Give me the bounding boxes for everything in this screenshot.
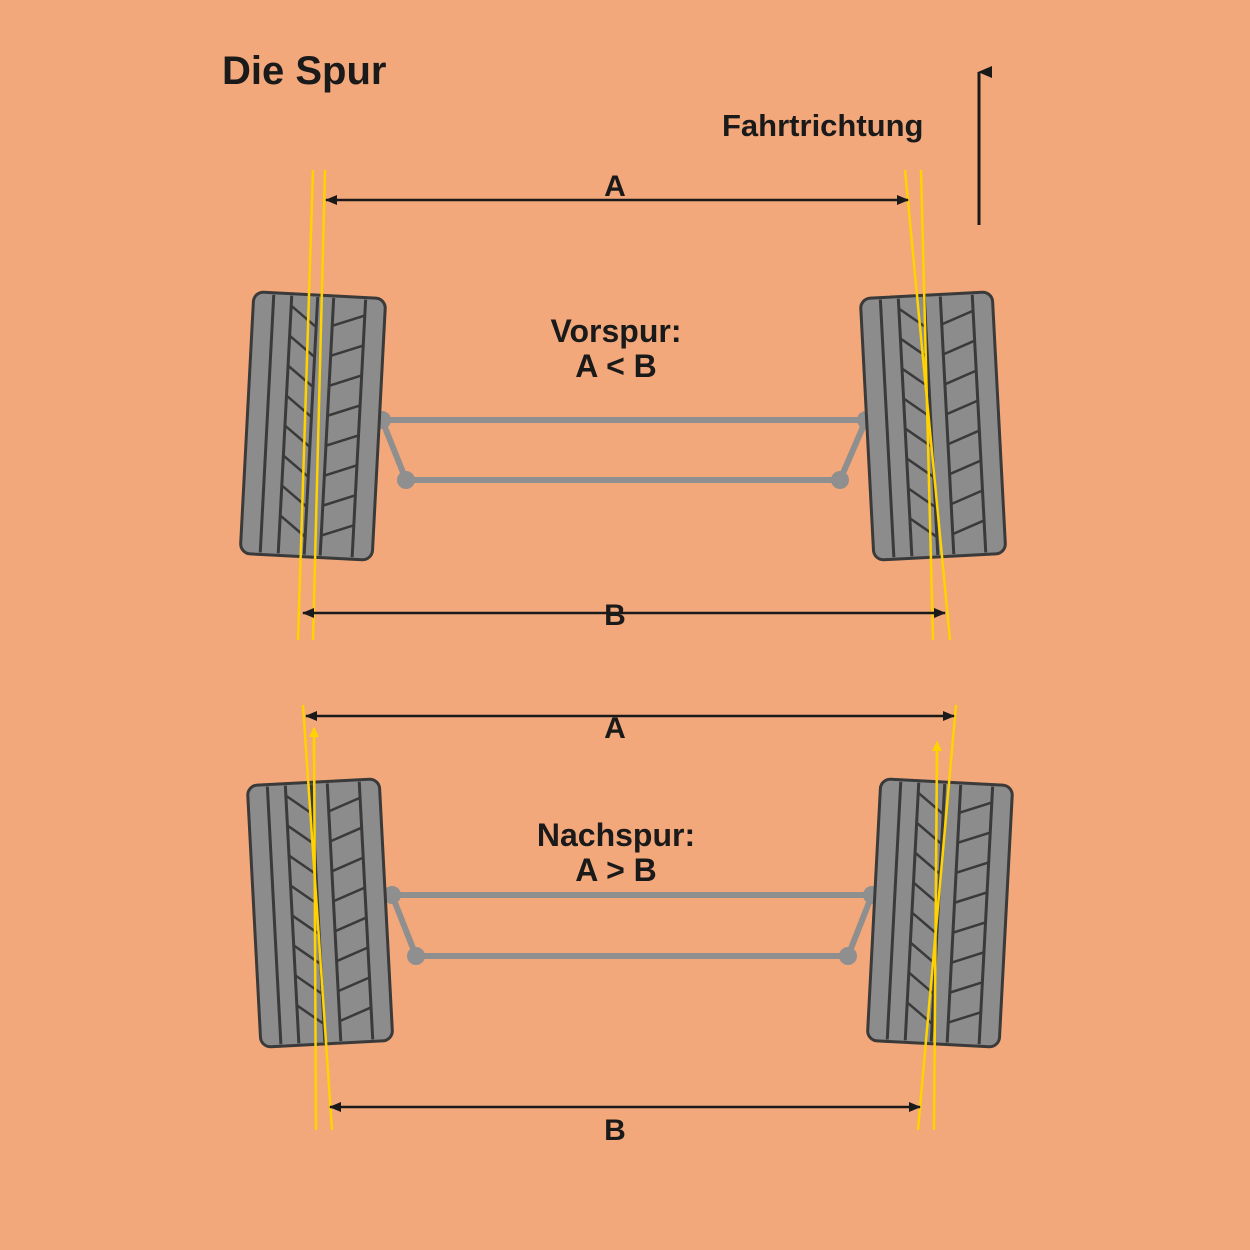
- toe-in-axle: [379, 417, 869, 483]
- toe-in-section: A B Vorspur: A < B: [238, 169, 1008, 641]
- toe-in-label-a: A: [604, 170, 626, 203]
- toe-in-relation: A < B: [575, 348, 657, 384]
- tire-icon: [858, 290, 1008, 562]
- toe-out-axle: [389, 892, 875, 959]
- toe-out-relation: A > B: [575, 852, 657, 888]
- diagram-title: Die Spur: [222, 49, 386, 93]
- toe-out-label-a: A: [604, 712, 626, 745]
- toe-out-heading: Nachspur:: [537, 817, 695, 853]
- toe-in-label-b: B: [604, 599, 626, 632]
- toe-in-heading: Vorspur:: [551, 313, 682, 349]
- tire-icon: [238, 290, 388, 562]
- toe-out-section: A B Nachspur: A > B: [245, 704, 1015, 1147]
- toe-out-label-b: B: [604, 1114, 626, 1147]
- tire-icon: [245, 777, 395, 1049]
- direction-label: Fahrtrichtung: [722, 108, 924, 143]
- tire-icon: [865, 777, 1015, 1049]
